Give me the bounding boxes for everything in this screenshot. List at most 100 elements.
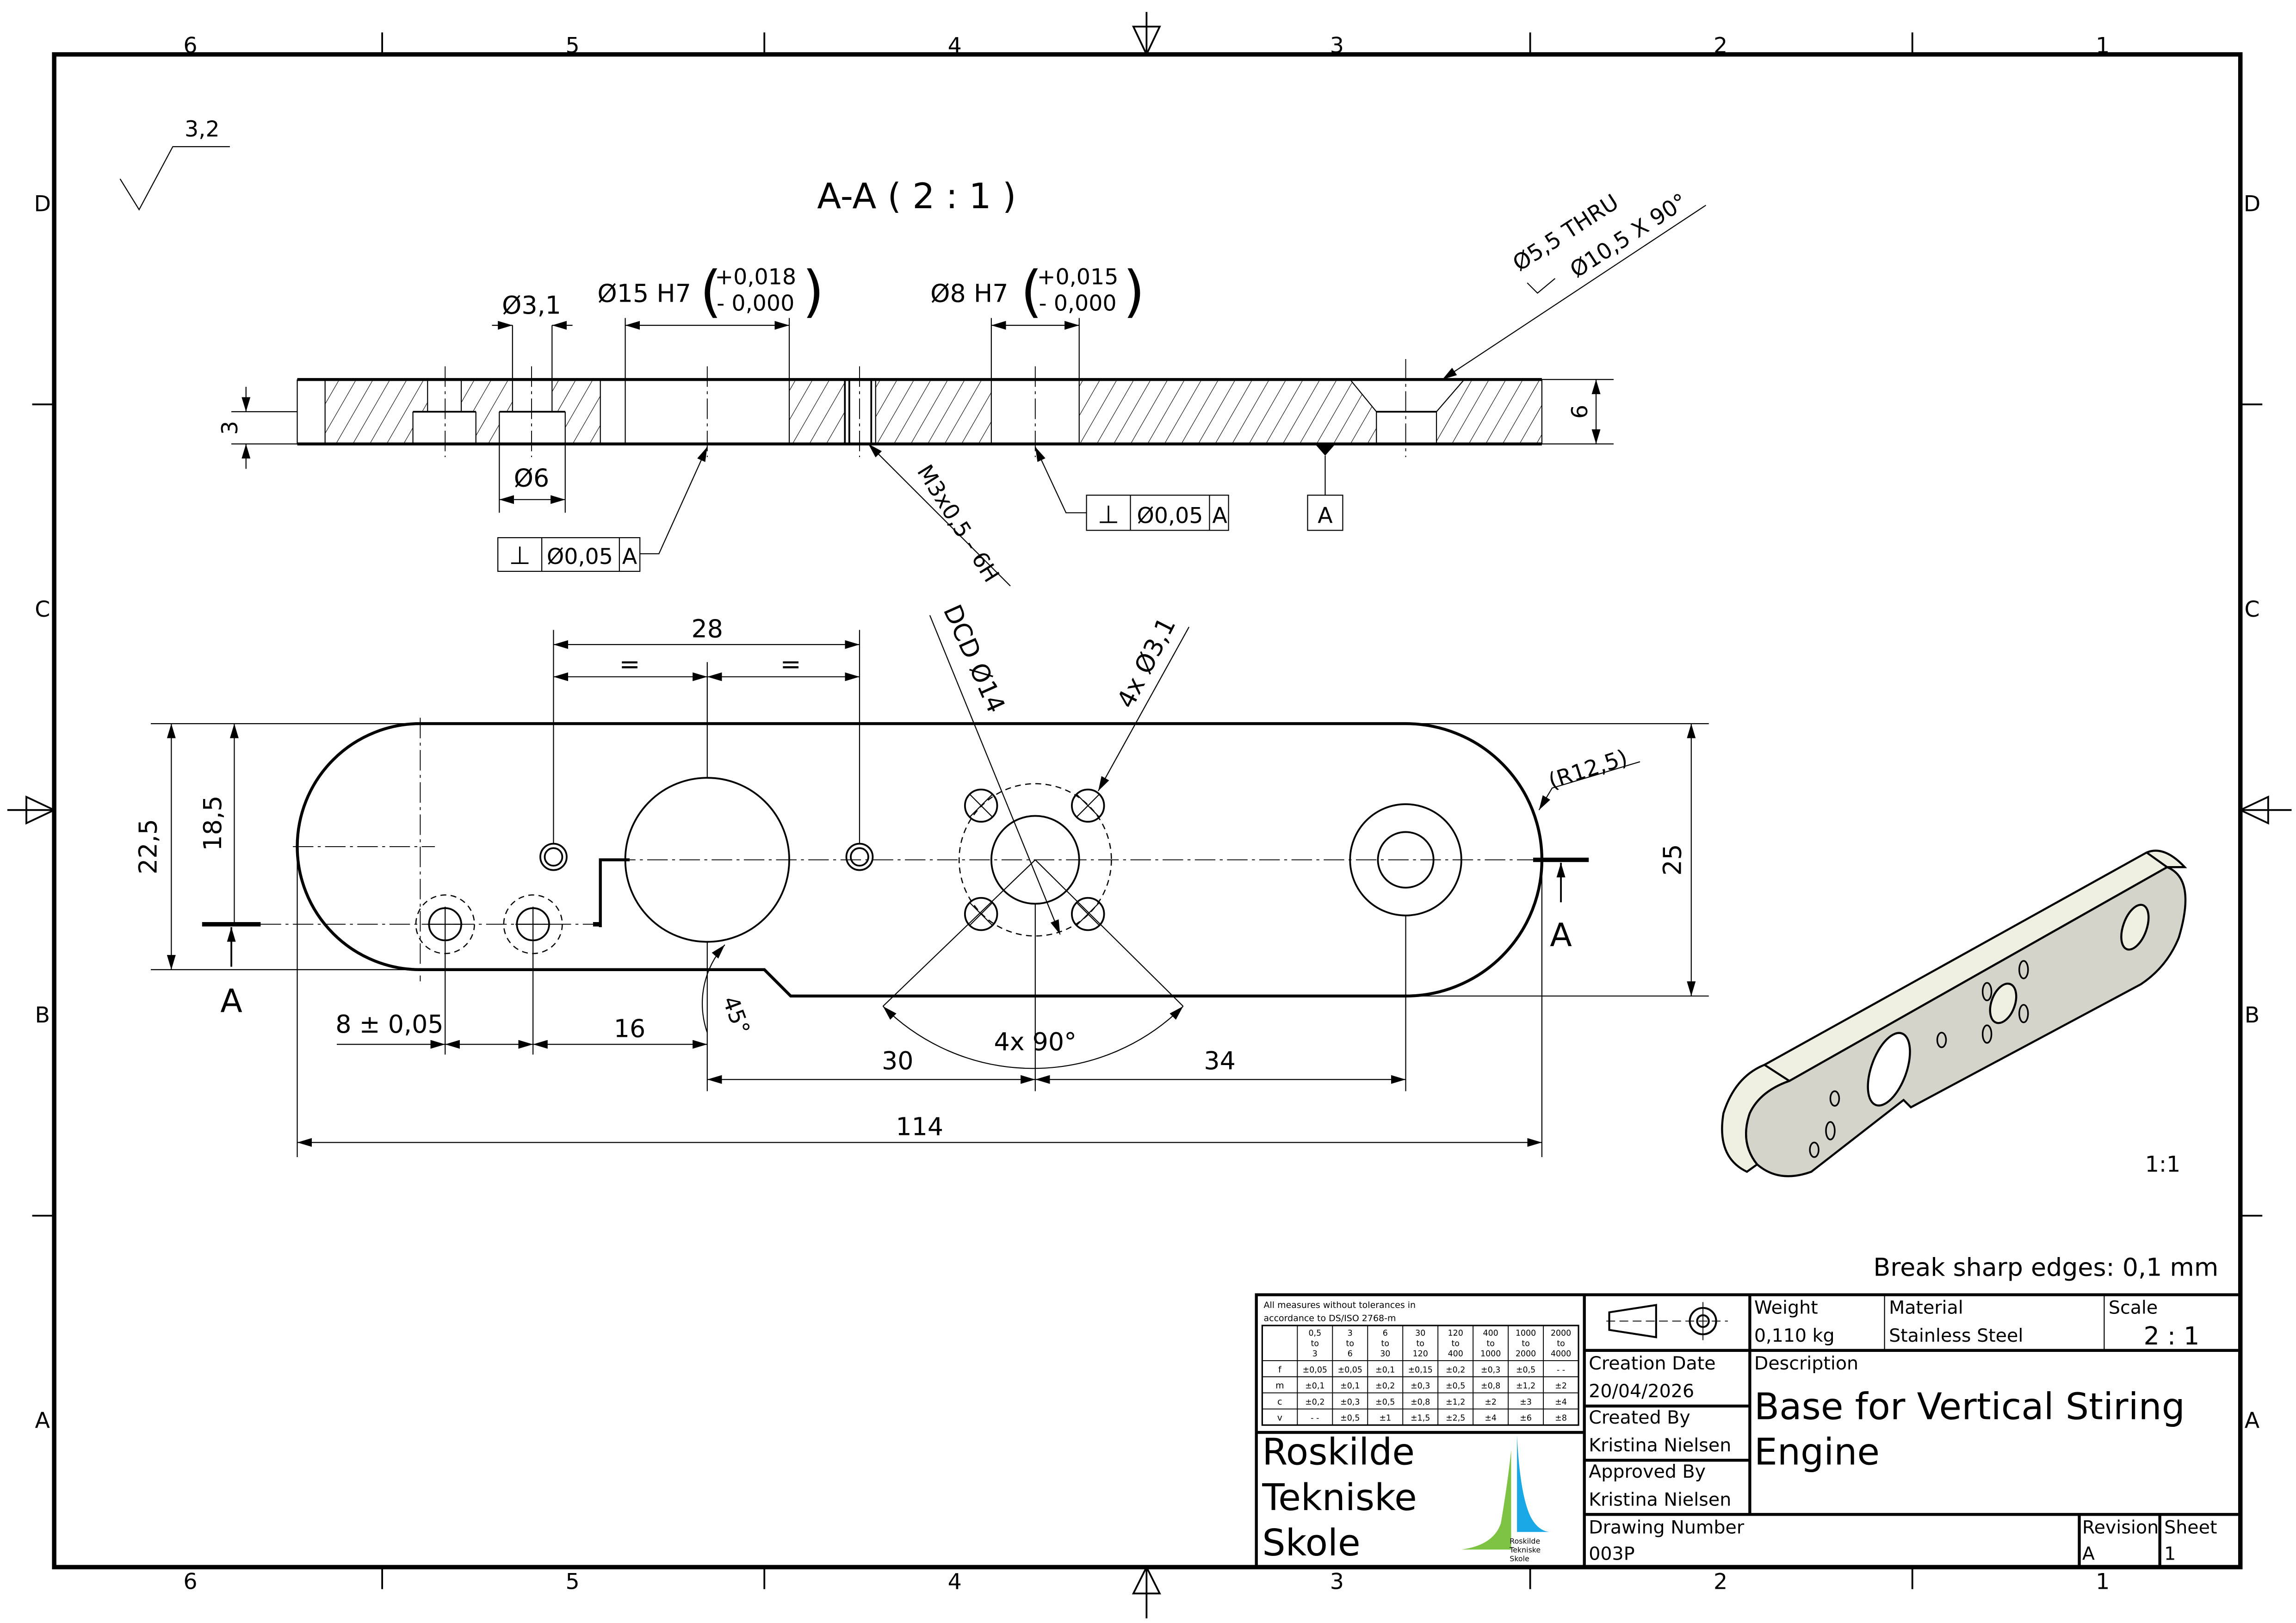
creation-date-label: Creation Date <box>1589 1353 1715 1374</box>
range-header: to <box>1346 1339 1354 1348</box>
paren-close: ) <box>803 260 824 324</box>
tolerance-value: ±0,8 <box>1481 1381 1500 1391</box>
dcd-callout: DCD Ø14 <box>938 600 1011 717</box>
tolerance-value: ±2,5 <box>1446 1414 1465 1423</box>
tolerance-value: ±0,05 <box>1338 1365 1362 1375</box>
tolerance-caption: All measures without tolerances in <box>1264 1300 1416 1310</box>
fcf-datum: A <box>1212 503 1227 528</box>
dim-bore-large: Ø15 H7 <box>597 279 691 308</box>
center-mark-icon <box>7 12 2292 1619</box>
tolerance-value: ±2 <box>1555 1381 1567 1391</box>
dim-34: 34 <box>1204 1046 1235 1075</box>
approved-by-value: Kristina Nielsen <box>1589 1489 1731 1510</box>
tolerance-value: ±0,2 <box>1446 1365 1465 1375</box>
tolerance-value: ±4 <box>1485 1414 1497 1423</box>
range-header: 120 <box>1413 1349 1428 1358</box>
dim-22-5: 22,5 <box>134 819 163 874</box>
tolerance-value: - - <box>1311 1414 1319 1423</box>
creation-date-value: 20/04/2026 <box>1589 1381 1694 1402</box>
range-header: 1000 <box>1480 1349 1501 1358</box>
range-header: to <box>1486 1339 1494 1348</box>
section-label: A <box>1550 917 1572 954</box>
range-header: to <box>1522 1339 1529 1348</box>
range-header: to <box>1451 1339 1459 1348</box>
zone-label: 2 <box>1714 33 1727 58</box>
general-note: Break sharp edges: 0,1 mm <box>1873 1252 2218 1282</box>
zone-label: 3 <box>1330 33 1344 58</box>
range-header: 3 <box>1312 1349 1318 1358</box>
zone-labels: 6 5 4 3 2 1 6 5 4 3 2 1 D C B A D C B A <box>34 33 2261 1594</box>
section-label: A <box>220 983 242 1020</box>
section-view-title: A-A ( 2 : 1 ) <box>817 175 1016 217</box>
description-value: Base for Vertical Stiring <box>1754 1386 2185 1428</box>
fcf-tolerance: Ø0,05 <box>547 544 613 570</box>
dim-counterbore: Ø6 <box>514 463 550 492</box>
range-header: 400 <box>1483 1329 1498 1338</box>
dim-step-depth: 3 <box>217 421 243 435</box>
tolerance-value: ±0,8 <box>1411 1398 1430 1407</box>
tolerance-value: ±0,5 <box>1340 1414 1360 1423</box>
zone-label: 4 <box>948 33 962 58</box>
dim-8: 8 ± 0,05 <box>335 1010 443 1039</box>
tol-upper: +0,015 <box>1037 265 1119 290</box>
dim-bore-small: Ø8 H7 <box>930 279 1008 308</box>
section-line-a-a: A A <box>202 857 1589 1020</box>
dim-equal: = <box>780 649 801 678</box>
zone-label: A <box>2245 1408 2260 1434</box>
fcf-tolerance: Ø0,05 <box>1137 503 1203 528</box>
dim-thickness: 6 <box>1567 405 1593 419</box>
section-view-a-a: A-A ( 2 : 1 ) <box>217 175 1707 587</box>
school-name: Skole <box>1262 1522 1360 1564</box>
datum-label: A <box>1318 503 1333 528</box>
iso-scale: 1:1 <box>2145 1152 2180 1177</box>
dim-114: 114 <box>896 1112 943 1141</box>
school-logo: Roskilde Tekniske Skole <box>1461 1435 1549 1563</box>
tolerance-value: ±1,2 <box>1516 1381 1535 1391</box>
tolerance-class: f <box>1278 1364 1282 1375</box>
dim-angle-4x90: 4x 90° <box>994 1027 1077 1056</box>
zone-label: C <box>35 597 50 622</box>
tolerance-value: ±0,3 <box>1340 1398 1360 1407</box>
material-label: Material <box>1889 1297 1963 1319</box>
radius-callout: (R12,5) <box>1546 745 1631 794</box>
datum-feature-a: A <box>1307 495 1343 531</box>
school-name: Tekniske <box>1262 1476 1417 1519</box>
perpendicularity-icon: ⊥ <box>509 541 531 570</box>
range-header: to <box>1416 1339 1424 1348</box>
description-value: Engine <box>1754 1431 1880 1474</box>
tolerance-value: ±6 <box>1520 1414 1532 1423</box>
dim-16: 16 <box>614 1014 645 1043</box>
approved-by-label: Approved By <box>1589 1461 1706 1482</box>
range-header: 4000 <box>1551 1349 1571 1358</box>
created-by-value: Kristina Nielsen <box>1589 1435 1731 1456</box>
dim-30: 30 <box>882 1046 913 1075</box>
zone-label: 1 <box>2096 33 2110 58</box>
tolerance-value: ±0,5 <box>1446 1381 1465 1391</box>
paren-open: ( <box>1021 260 1042 324</box>
surface-roughness-value: 3,2 <box>185 117 220 142</box>
material-value: Stainless Steel <box>1889 1325 2023 1346</box>
zone-label: 6 <box>183 1569 197 1595</box>
zone-label: 3 <box>1330 1569 1344 1595</box>
zone-label: 2 <box>1714 1569 1727 1595</box>
perpendicularity-icon: ⊥ <box>1098 500 1120 529</box>
range-header: 1000 <box>1516 1329 1536 1338</box>
tolerance-value: ±0,5 <box>1516 1365 1535 1375</box>
sheet-label: Sheet <box>2164 1517 2217 1538</box>
tolerance-value: ±8 <box>1555 1414 1567 1423</box>
tolerance-value: - - <box>1557 1365 1565 1375</box>
dim-18-5: 18,5 <box>198 795 227 851</box>
sheet-frame <box>7 12 2292 1619</box>
feature-control-frame-left: ⊥ Ø0,05 A <box>497 537 641 572</box>
logo-text: Tekniske <box>1509 1546 1541 1555</box>
drawing-number-label: Drawing Number <box>1589 1517 1745 1538</box>
tolerance-value: ±0,3 <box>1411 1381 1430 1391</box>
tolerance-value: ±1,2 <box>1446 1398 1465 1407</box>
fcf-datum: A <box>622 544 637 570</box>
range-header: 2000 <box>1551 1329 1571 1338</box>
tolerance-value: ±4 <box>1555 1398 1567 1407</box>
paren-open: ( <box>700 260 722 324</box>
range-header: 6 <box>1383 1329 1388 1338</box>
logo-text: Skole <box>1510 1555 1529 1563</box>
dim-small-hole: Ø3,1 <box>502 291 561 320</box>
